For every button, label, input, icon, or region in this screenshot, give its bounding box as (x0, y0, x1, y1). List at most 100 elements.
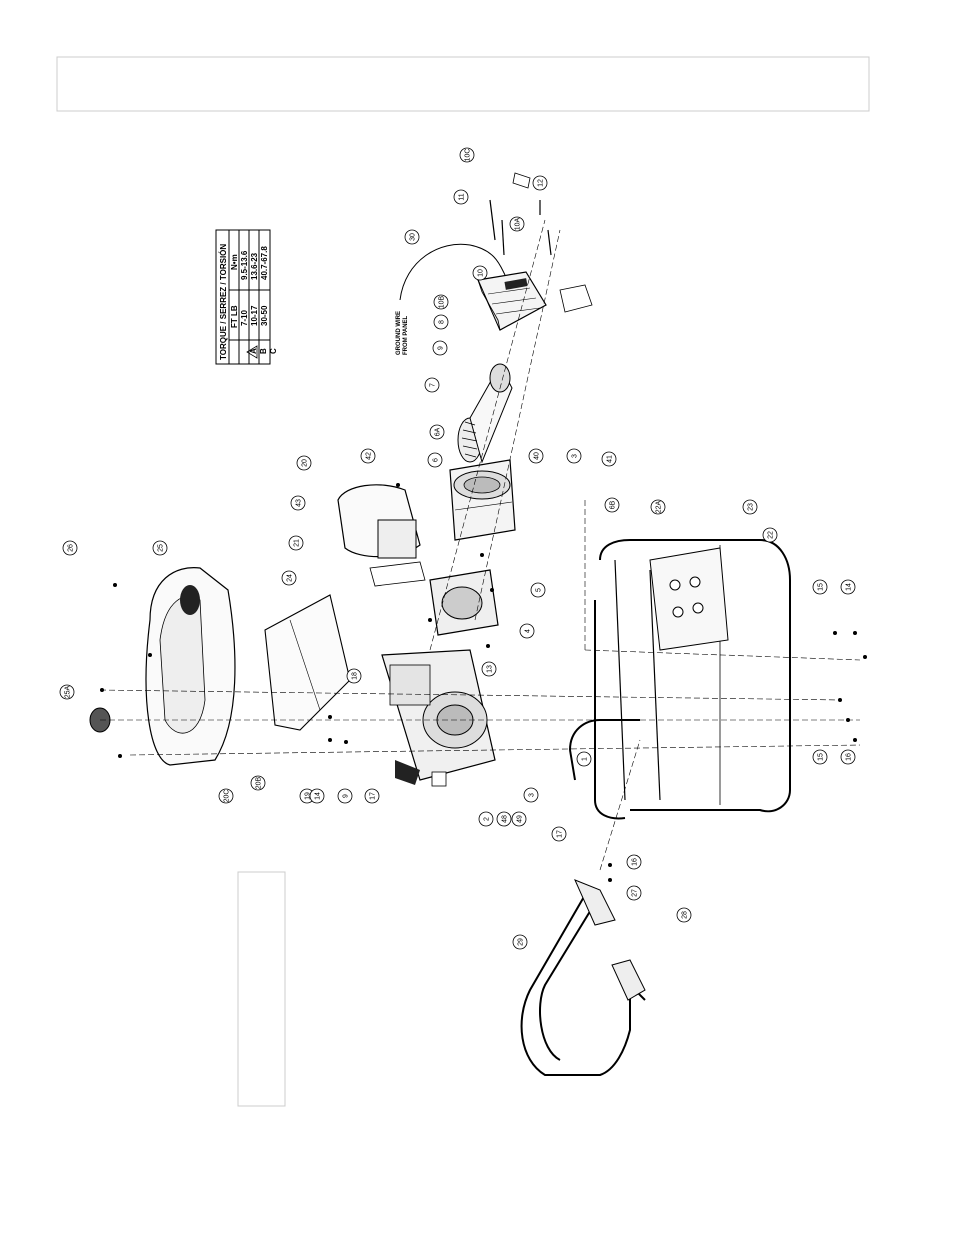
callout-22: 6B (605, 498, 619, 512)
callout-label: 42 (366, 452, 373, 460)
callout-label: 10A (515, 217, 522, 230)
callout-49: 28 (677, 908, 691, 922)
handle (522, 880, 645, 1075)
callout-30: 24 (282, 571, 296, 585)
callout-28: 26 (63, 541, 77, 555)
callout-label: 9 (438, 346, 445, 350)
callout-label: 41 (607, 455, 614, 463)
callout-25: 22 (763, 528, 777, 542)
callout-label: 14 (315, 792, 322, 800)
torque-row-a-nm: 9.5-13.6 (240, 250, 249, 280)
callout-label: 18 (352, 672, 359, 680)
callout-label: 3 (572, 454, 579, 458)
callout-31: 25A (60, 685, 74, 699)
callout-16: 5 (531, 583, 545, 597)
fuel-tank (146, 568, 235, 765)
callout-47: 16 (627, 855, 641, 869)
callout-23: 22A (651, 500, 665, 514)
callout-41: 48 (497, 812, 511, 826)
callout-40: 2 (479, 812, 493, 826)
callout-29: 25 (153, 541, 167, 555)
callout-label: 10B (439, 295, 446, 308)
callout-label: 43 (296, 499, 303, 507)
callout-2: 11 (454, 190, 468, 204)
callout-38: 17 (365, 789, 379, 803)
header-box (57, 57, 869, 111)
callout-17: 4 (520, 624, 534, 638)
callout-label: 9 (343, 794, 350, 798)
callout-9: 7 (425, 378, 439, 392)
callout-label: 12 (538, 179, 545, 187)
torque-row-c-ftlb: 30-50 (260, 305, 269, 326)
rear-bearing-carrier (478, 272, 546, 330)
callout-label: 25 (158, 544, 165, 552)
callout-14: 43 (291, 496, 305, 510)
callout-label: 2 (484, 817, 491, 821)
callout-39: 3 (524, 788, 538, 802)
callout-44: 15 (813, 750, 827, 764)
torque-row-c-symbol: C (269, 348, 278, 354)
stator-housing (450, 460, 515, 540)
torque-header-nm: N•m (230, 254, 239, 270)
engine-adapter (430, 570, 498, 635)
torque-row-b-ftlb: 10-17 (250, 305, 259, 326)
notes-box (238, 872, 285, 1106)
callout-label: 13 (487, 665, 494, 673)
torque-row-b-nm: 13.6-23 (250, 252, 259, 280)
callout-7: 8 (434, 315, 448, 329)
callout-label: 10C (465, 149, 472, 162)
callout-label: 15 (818, 753, 825, 761)
callout-45: 16 (841, 750, 855, 764)
from-panel-label: FROM PANEL (403, 315, 409, 355)
callout-10: 6A (430, 425, 444, 439)
callout-label: 7 (430, 383, 437, 387)
callout-5: 10 (473, 266, 487, 280)
callout-label: 20C (224, 790, 231, 803)
callout-15: 21 (289, 536, 303, 550)
callout-43: 1 (577, 752, 591, 766)
rotor (458, 364, 512, 462)
callout-0: 10C (460, 148, 474, 162)
callout-label: 26 (68, 544, 75, 552)
callout-label: 21 (294, 539, 301, 547)
callout-8: 9 (433, 341, 447, 355)
callout-26: 15 (813, 580, 827, 594)
torque-row-a-symbol: A (249, 348, 258, 354)
callout-19: 40 (529, 449, 543, 463)
callout-label: 17 (370, 792, 377, 800)
callout-label: 24 (287, 574, 294, 582)
callout-36: 14 (310, 789, 324, 803)
callout-label: 27 (632, 889, 639, 897)
callout-label: 6 (433, 458, 440, 462)
callout-48: 27 (627, 886, 641, 900)
callout-label: 28 (682, 911, 689, 919)
callout-12: 42 (361, 449, 375, 463)
control-panel (650, 548, 728, 650)
callout-11: 6 (428, 453, 442, 467)
callout-label: 6A (435, 427, 442, 436)
callout-label: 15 (818, 583, 825, 591)
callout-label: 10 (478, 269, 485, 277)
torque-row-c-nm: 40.7-67.8 (260, 246, 269, 280)
callout-20: 3 (567, 449, 581, 463)
callout-42: 49 (512, 812, 526, 826)
callout-label: 6B (610, 500, 617, 509)
callout-label: 4 (525, 629, 532, 633)
callout-3: 10A (510, 217, 524, 231)
torque-header-ftlb: FT LB (230, 305, 239, 328)
callout-label: 40 (534, 452, 541, 460)
callout-18: 13 (482, 662, 496, 676)
callout-label: 30 (410, 233, 417, 241)
callout-label: 5 (536, 588, 543, 592)
callout-label: 1 (582, 757, 589, 761)
callout-label: 20B (256, 776, 263, 789)
callout-46: 17 (552, 827, 566, 841)
callout-33: 20C (219, 789, 233, 803)
torque-row-a-ftlb: 7-10 (240, 309, 249, 326)
callout-label: 25A (65, 685, 72, 698)
callout-34: 20B (251, 776, 265, 790)
callout-label: 8 (439, 320, 446, 324)
callout-label: 49 (517, 815, 524, 823)
